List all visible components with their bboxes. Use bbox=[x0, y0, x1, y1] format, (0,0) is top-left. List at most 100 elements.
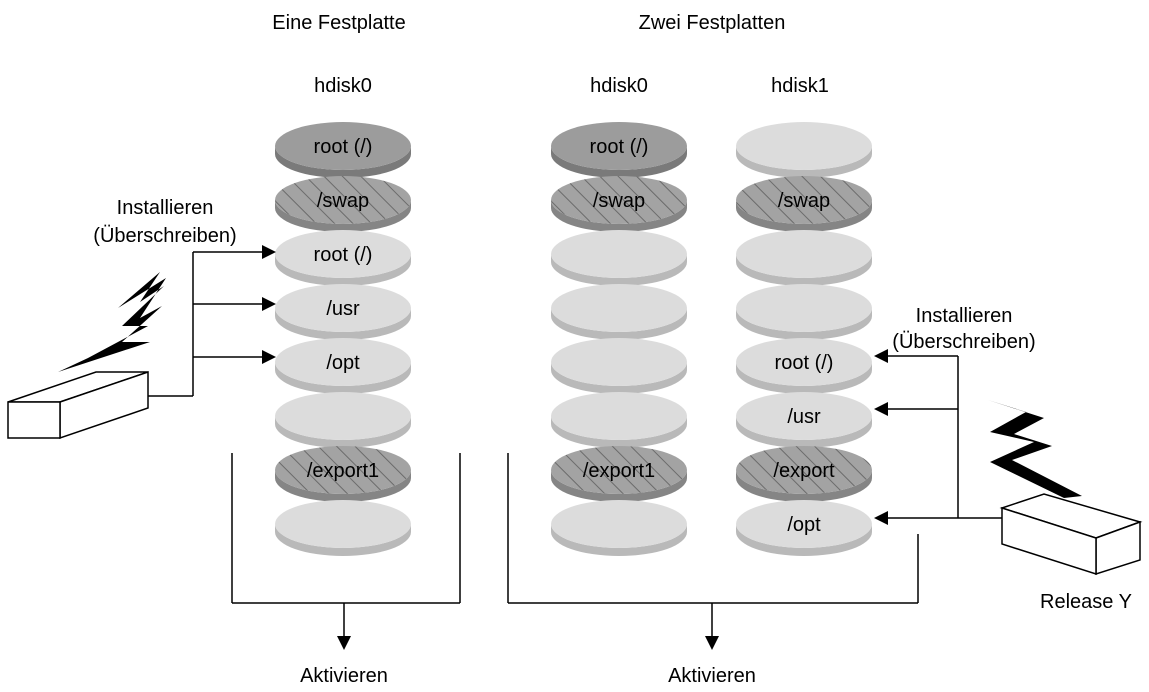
right-arrowhead-opt bbox=[874, 511, 888, 525]
left-disk-slice-label: /swap bbox=[317, 190, 369, 212]
left-disk-label: hdisk0 bbox=[314, 75, 372, 97]
right-disk1-slice-label: /swap bbox=[778, 190, 830, 212]
right-install-arrows bbox=[888, 355, 1002, 519]
left-activate-bracket bbox=[231, 453, 461, 636]
right-disk0-slice-top bbox=[551, 176, 687, 224]
right-install-label-line2: (Überschreiben) bbox=[892, 331, 1035, 353]
left-activate-arrowhead bbox=[337, 636, 351, 650]
left-disk-slice bbox=[275, 392, 411, 448]
left-disk-slice-top bbox=[275, 446, 411, 494]
right-disk1-slice-side bbox=[736, 146, 872, 178]
left-activate-label: Aktivieren bbox=[300, 665, 388, 687]
right-disk1-slice-top bbox=[736, 500, 872, 548]
left-disk-slice-side bbox=[275, 254, 411, 286]
right-disk0-slice bbox=[551, 500, 687, 556]
left-disk-slice: /opt bbox=[275, 338, 411, 394]
right-disk1-slice-label: /opt bbox=[787, 514, 821, 536]
right-disk0-slice-label: root (/) bbox=[590, 136, 649, 158]
left-lightning-icon bbox=[58, 272, 166, 372]
right-disk1-slice: /opt bbox=[736, 500, 872, 556]
left-disk-slice-side bbox=[275, 362, 411, 394]
left-disk-slice-side bbox=[275, 416, 411, 448]
left-disk-slice-side bbox=[275, 524, 411, 556]
left-disk-slice-label: root (/) bbox=[314, 244, 373, 266]
right-disk0-slice-top bbox=[551, 446, 687, 494]
right-disk1-slice: root (/) bbox=[736, 338, 872, 394]
right-arrowhead-root bbox=[874, 349, 888, 363]
right-disk0-label: hdisk0 bbox=[590, 75, 648, 97]
right-disk0-slice-side bbox=[551, 146, 687, 178]
right-disk0-slice-label: /export1 bbox=[583, 460, 655, 482]
right-disk1-slice-label: /usr bbox=[787, 406, 821, 428]
left-disk-slice bbox=[275, 500, 411, 556]
left-disk-slice-side bbox=[275, 308, 411, 340]
right-disk0-slice-label: /swap bbox=[593, 190, 645, 212]
right-disk0-slice-side bbox=[551, 308, 687, 340]
left-disk-slice-label: /opt bbox=[326, 352, 360, 374]
left-disk-slice: root (/) bbox=[275, 122, 411, 178]
right-disk0-slice bbox=[551, 392, 687, 448]
left-disk-slice: /export1 bbox=[275, 446, 411, 502]
right-disk1-slice-top bbox=[736, 284, 872, 332]
right-disk1-slice bbox=[736, 284, 872, 340]
right-release-label: Release Y bbox=[1040, 591, 1132, 613]
right-disk0-slice-top bbox=[551, 338, 687, 386]
right-disk0-slice-top bbox=[551, 230, 687, 278]
right-disk0-stack: root (/) /swap/export1 bbox=[551, 122, 687, 556]
left-disk-slice-top bbox=[275, 392, 411, 440]
left-disk-slice-top bbox=[275, 176, 411, 224]
right-disk0-slice bbox=[551, 338, 687, 394]
right-disk1-slice: /export bbox=[736, 446, 872, 502]
right-disk0-slice-side bbox=[551, 254, 687, 286]
right-disk0-slice-side bbox=[551, 200, 687, 232]
right-install-label-line1: Installieren bbox=[916, 305, 1013, 327]
left-disk-slice-side bbox=[275, 470, 411, 502]
right-lightning-icon bbox=[988, 400, 1082, 498]
right-disk1-slice-side bbox=[736, 416, 872, 448]
right-activate-label: Aktivieren bbox=[668, 665, 756, 687]
left-disk-slice: root (/) bbox=[275, 230, 411, 286]
right-install-media-icon bbox=[999, 493, 1143, 576]
right-disk0-slice bbox=[551, 284, 687, 340]
right-disk1-slice-label: root (/) bbox=[775, 352, 834, 374]
left-arrowhead-root bbox=[262, 245, 276, 259]
right-disk1-slice-top bbox=[736, 392, 872, 440]
left-disk-slice-label: /usr bbox=[326, 298, 360, 320]
right-disk1-slice bbox=[736, 230, 872, 286]
right-disk1-slice-label: /export bbox=[773, 460, 835, 482]
left-disk-slice: /usr bbox=[275, 284, 411, 340]
left-arrowhead-opt bbox=[262, 350, 276, 364]
left-disk-slice-top bbox=[275, 338, 411, 386]
right-disk0-slice: /swap bbox=[551, 176, 687, 232]
left-disk-slice-top bbox=[275, 230, 411, 278]
right-arrowhead-usr bbox=[874, 402, 888, 416]
right-disk1-slice-side bbox=[736, 524, 872, 556]
left-disk-stack: root (/) /swap root (/) /usr/opt/export1 bbox=[275, 122, 411, 556]
right-disk0-slice-top bbox=[551, 392, 687, 440]
right-disk1-slice bbox=[736, 122, 872, 178]
left-panel-title: Eine Festplatte bbox=[272, 12, 405, 34]
right-disk0-slice-top bbox=[551, 500, 687, 548]
right-disk1-slice: /usr bbox=[736, 392, 872, 448]
right-disk0-slice bbox=[551, 230, 687, 286]
right-disk0-slice: /export1 bbox=[551, 446, 687, 502]
right-disk1-slice-top bbox=[736, 338, 872, 386]
left-disk-slice-side bbox=[275, 200, 411, 232]
right-disk1-slice-top bbox=[736, 122, 872, 170]
right-disk1-slice-side bbox=[736, 470, 872, 502]
right-disk0-slice: root (/) bbox=[551, 122, 687, 178]
left-disk-slice-side bbox=[275, 146, 411, 178]
left-arrowhead-usr bbox=[262, 297, 276, 311]
right-disk1-slice-top bbox=[736, 230, 872, 278]
left-install-media-icon bbox=[7, 370, 149, 440]
right-disk1-slice-side bbox=[736, 308, 872, 340]
left-disk-slice-label: root (/) bbox=[314, 136, 373, 158]
left-disk-slice-top bbox=[275, 500, 411, 548]
right-disk0-slice-side bbox=[551, 362, 687, 394]
left-disk-slice-top bbox=[275, 122, 411, 170]
right-activate-arrowhead bbox=[705, 636, 719, 650]
right-activate-bracket bbox=[507, 453, 919, 636]
right-disk1-slice: /swap bbox=[736, 176, 872, 232]
left-install-label-line1: Installieren bbox=[117, 197, 214, 219]
